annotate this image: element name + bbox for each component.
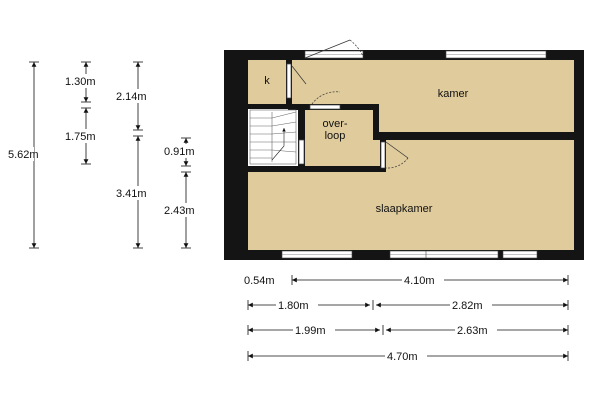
dim-label-row1-left: 0.54m [244, 275, 275, 287]
walls-and-floors [224, 50, 584, 260]
doors [286, 39, 409, 169]
dim-label-kamer-height: 2.14m [116, 91, 147, 103]
wall-overloop-right [373, 104, 379, 140]
door-top-swing [349, 39, 364, 57]
staircase [249, 109, 297, 165]
dim-label-row3-right: 2.63m [457, 325, 488, 337]
dim-label-total-width: 4.70m [387, 351, 418, 363]
door-overloop-right [380, 141, 386, 169]
wall-overloop-bottom [305, 166, 380, 172]
door-k [286, 63, 292, 99]
door-overloop-top [309, 104, 341, 110]
dim-label-row3-left: 1.99m [295, 325, 326, 337]
wall-stair-right [298, 104, 305, 168]
dim-label-row1-right: 4.10m [404, 275, 435, 287]
dim-label-step: 0.91m [164, 146, 195, 158]
dim-label-overloop-height: 1.75m [65, 131, 96, 143]
room-label-k: k [264, 75, 270, 87]
horizontal-dimension-labels: 0.54m 4.10m 1.80m 2.82m 1.99m 2.63m 4.70… [244, 273, 497, 363]
dim-label-total-height: 5.62m [8, 149, 39, 161]
door-top-leaf [304, 39, 351, 59]
door-overloop-right-leaf [385, 141, 409, 159]
dim-label-slaapkamer-height: 3.41m [116, 188, 147, 200]
dim-label-row2-left: 1.80m [278, 300, 309, 312]
room-label-overloop-1: over- [322, 118, 347, 130]
door-k-leaf [291, 65, 307, 85]
wall-kamer-slaapkamer [373, 132, 574, 140]
dim-label-k-height: 1.30m [65, 76, 96, 88]
door-stair [298, 139, 305, 165]
room-label-overloop-2: loop [325, 130, 346, 142]
k-floor [248, 60, 288, 104]
horizontal-dimensions [247, 275, 569, 361]
dim-label-row2-right: 2.82m [452, 300, 483, 312]
wall-k-bottom [248, 104, 292, 109]
overloop-floor [305, 110, 373, 166]
wall-stair-bottom [248, 166, 305, 172]
vertical-dimension-labels: 5.62m 1.30m 1.75m 2.14m 3.41m 0.91m 2.43… [6, 74, 208, 217]
room-label-slaapkamer: slaapkamer [376, 203, 433, 215]
room-label-kamer: kamer [438, 88, 469, 100]
dim-label-slaapkamer-inner: 2.43m [164, 205, 195, 217]
